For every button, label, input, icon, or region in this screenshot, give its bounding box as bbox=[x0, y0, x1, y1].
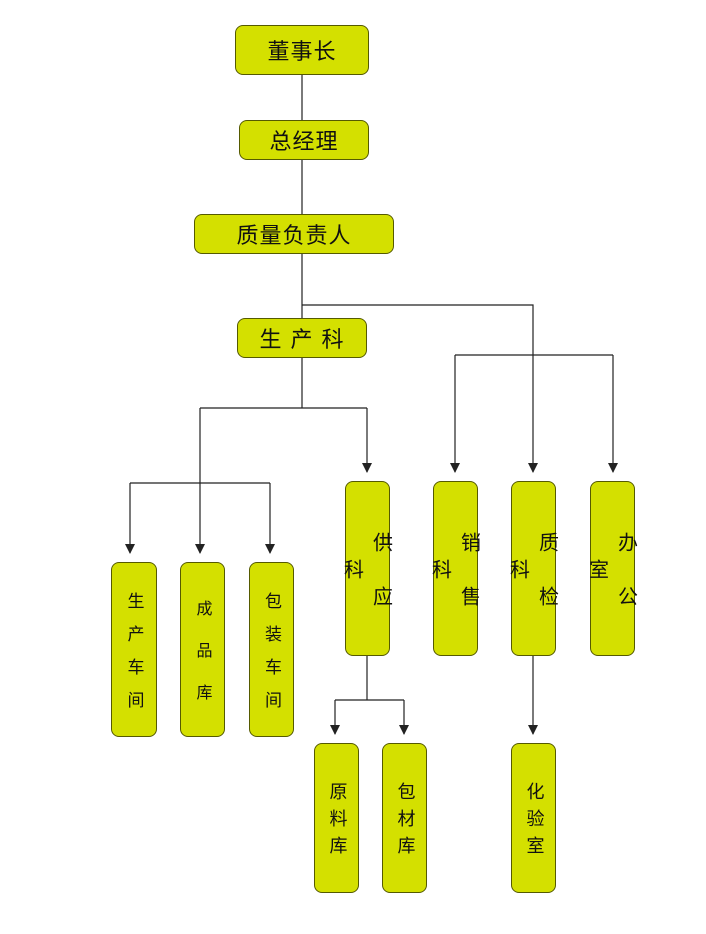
node-production-dept: 生 产 科 bbox=[237, 318, 367, 358]
node-quality-head-label: 质量负责人 bbox=[236, 224, 352, 249]
node-qc-dept: 质检科 bbox=[507, 481, 560, 656]
node-general-manager: 总经理 bbox=[239, 120, 369, 160]
node-chairman-label: 董事长 bbox=[267, 40, 337, 65]
node-sales-dept-label: 销售科 bbox=[428, 531, 482, 640]
node-office-label: 办公室 bbox=[585, 531, 639, 640]
node-packaging-material-store: 包材库 bbox=[382, 743, 427, 893]
node-supply-dept-label: 供应科 bbox=[340, 531, 394, 640]
node-qc-dept-label: 质检科 bbox=[506, 531, 560, 640]
node-packaging-workshop-label: 包装车间 bbox=[261, 591, 281, 724]
node-office: 办公室 bbox=[586, 481, 639, 656]
node-chairman: 董事长 bbox=[235, 25, 369, 75]
node-production-workshop-label: 生产车间 bbox=[123, 591, 144, 724]
node-packaging-material-store-label: 包材库 bbox=[394, 782, 416, 863]
node-quality-head: 质量负责人 bbox=[194, 214, 394, 254]
node-packaging-workshop: 包装车间 bbox=[249, 562, 294, 737]
node-supply-dept: 供应科 bbox=[341, 481, 394, 656]
connector-quality-qc bbox=[302, 304, 538, 473]
node-raw-material-store-label: 原料库 bbox=[326, 782, 348, 863]
node-finished-goods-store-label: 成品库 bbox=[193, 599, 213, 726]
node-sales-dept: 销售科 bbox=[429, 481, 482, 656]
node-finished-goods-store: 成品库 bbox=[180, 562, 225, 737]
node-laboratory: 化验室 bbox=[511, 743, 556, 893]
node-raw-material-store: 原料库 bbox=[314, 743, 359, 893]
node-general-manager-label: 总经理 bbox=[269, 130, 339, 155]
node-production-dept-label: 生 产 科 bbox=[259, 328, 345, 353]
node-production-workshop: 生产车间 bbox=[111, 562, 157, 737]
node-laboratory-label: 化验室 bbox=[523, 782, 545, 863]
